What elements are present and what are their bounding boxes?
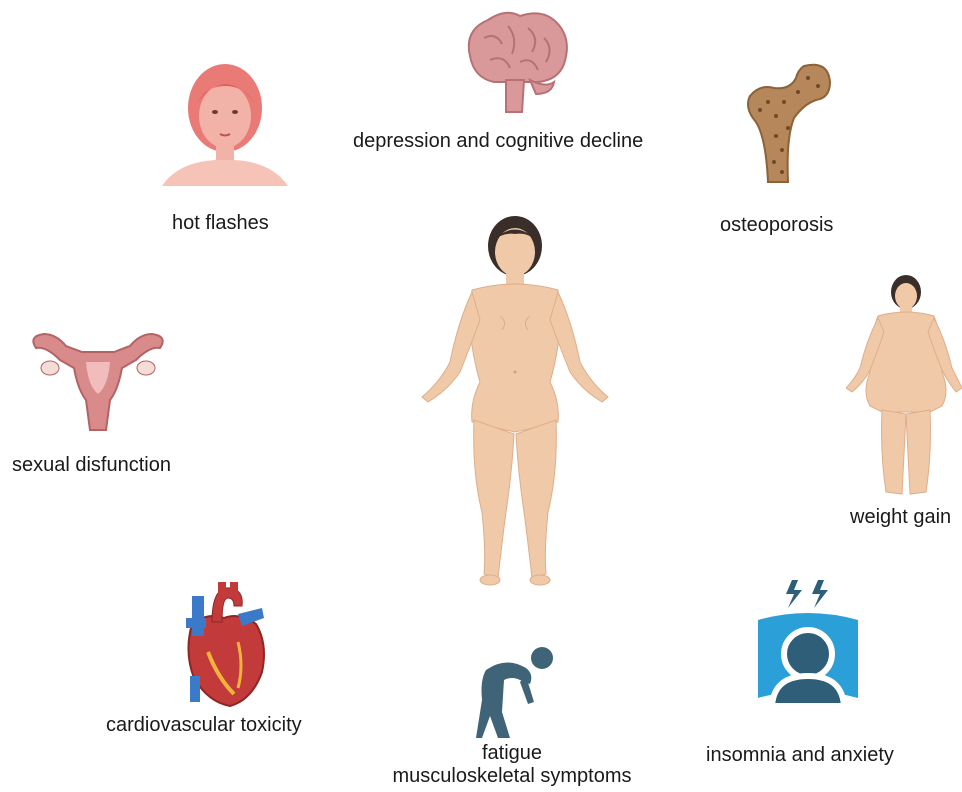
osteoporosis-label: osteoporosis [720, 214, 833, 237]
heart-icon [178, 582, 270, 708]
fatigue-label-line1: fatigue [386, 742, 638, 765]
weight-gain-label: weight gain [850, 506, 951, 529]
hot-flashes-label: hot flashes [172, 212, 269, 235]
insomnia-icon [752, 576, 864, 708]
uterus-icon [26, 330, 170, 436]
flushed-woman-icon [158, 62, 293, 190]
sexual-dysfunction-label: sexual disfunction [12, 454, 171, 477]
cardiovascular-label: cardiovascular toxicity [106, 714, 302, 737]
fatigue-label-line2: musculoskeletal symptoms [386, 765, 638, 788]
depression-label: depression and cognitive decline [353, 130, 643, 153]
insomnia-label: insomnia and anxiety [706, 744, 894, 767]
tired-person-icon [476, 640, 556, 740]
fatigue-label: fatigue musculoskeletal symptoms [386, 742, 638, 788]
overweight-woman-icon [846, 272, 962, 498]
female-body-icon [410, 212, 620, 592]
brain-icon [460, 8, 572, 114]
femur-bone-icon [738, 58, 834, 186]
